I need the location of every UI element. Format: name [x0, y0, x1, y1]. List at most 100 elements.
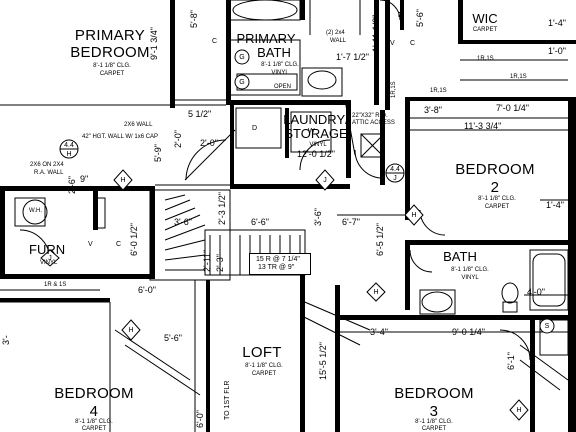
dim-3-partial: 3'- [1, 335, 11, 345]
note-ra-wall-line2: R.A. WALL [34, 170, 64, 176]
tag-c-3: C [116, 241, 122, 248]
note-laundry-washer: W [308, 128, 315, 135]
note-shelf-hall: 1R,1S [430, 88, 447, 94]
dim-6-0-b: 6'-0" [195, 410, 205, 428]
room-ceiling-bedroom2: 8'-1 1/8" CLG. [478, 196, 516, 202]
dim-6-5-1-2: 6'-5 1/2" [375, 223, 385, 256]
room-ceiling-bedroom4: 8'-1 1/8" CLG. [75, 419, 113, 425]
dim-1-0: 1'-0" [548, 46, 566, 56]
dim-2-11: 2'-11" [202, 249, 212, 272]
wall [380, 110, 385, 185]
wall [458, 40, 576, 44]
wall [170, 0, 175, 108]
tag-detail-letter-2: J [393, 175, 397, 182]
note-shelf-vertical: 1R,1S [391, 81, 397, 98]
wall [335, 315, 576, 320]
dimension-laundry-width: 12'-0 1/2" [297, 149, 335, 159]
dim-2-0-vertical: 2'-0" [173, 130, 183, 148]
wall [568, 100, 576, 432]
note-laundry-dryer: D [252, 125, 258, 132]
room-label-bedroom4-line1: BEDROOM [54, 385, 134, 402]
dim-5-6-b: 5'-6" [164, 333, 182, 343]
room-ceiling-bath: 8'-1 1/8" CLG. [451, 267, 489, 273]
wall [93, 190, 98, 230]
wall [150, 186, 155, 276]
dim-2-0: 2'-0" [200, 138, 218, 148]
wall [374, 0, 379, 105]
wall [230, 184, 350, 189]
wall [300, 270, 305, 432]
dim-9: 9" [80, 174, 89, 184]
dim-3-4: 3'-4" [370, 327, 388, 337]
wall [285, 108, 289, 158]
tag-s: S [544, 323, 550, 330]
wall [405, 240, 410, 310]
dim-6-0: 6'-0" [138, 285, 156, 295]
dim-3-6-a: 3'-6" [174, 217, 192, 227]
room-floor-bedroom3: CARPET [421, 426, 447, 432]
dim-1-4-b: 1'-4" [546, 200, 564, 210]
dim-5-8: 5'-8" [189, 10, 199, 28]
room-ceiling-loft: 8'-1 1/8" CLG. [245, 363, 283, 369]
wall [0, 274, 155, 279]
wall [226, 0, 231, 104]
tag-j-1: J [323, 177, 327, 184]
note-shelf-wic: 1R,1S [477, 56, 494, 62]
dim-7-0-1-4: 7'-0 1/4" [496, 103, 529, 113]
dim-15-5-1-2: 15'-5 1/2" [318, 342, 328, 380]
room-label-bedroom4-line2: 4 [89, 403, 99, 420]
dim-5-9: 5'-9" [153, 144, 163, 162]
wall [230, 100, 234, 188]
room-floor-bath: VINYL [461, 275, 479, 281]
dim-9-0-1-4: 9'-0 1/4" [452, 327, 485, 337]
wall [405, 100, 410, 220]
tag-c-1: C [212, 38, 218, 45]
dim-1-11-1-2: 1'-11 1/2" [371, 14, 381, 52]
note-ra-wall-line1: 2X6 ON 2X4 [30, 162, 64, 168]
dim-1-7-1-2: 1'-7 1/2" [336, 52, 369, 62]
note-open: OPEN [274, 84, 292, 90]
dim-4-0: 4'-0" [527, 287, 545, 297]
room-label-furn: FURN [29, 242, 66, 257]
wall [400, 0, 404, 30]
wall [346, 100, 351, 178]
wall [458, 0, 463, 44]
dim-5-1-2: 5 1/2" [188, 109, 212, 119]
dim-2-6: 2'-6" [67, 176, 77, 194]
dim-3-6-b: 3'-6" [313, 208, 323, 226]
tag-v-2: V [88, 241, 93, 248]
note-wall: WALL [330, 38, 347, 44]
wall [0, 188, 5, 278]
room-label-bedroom3-line1: BEDROOM [394, 385, 474, 402]
note-stair-risers: 15 R @ 7 1/4" [256, 256, 300, 263]
wall [385, 0, 390, 110]
note-attic-ro: 22"X32" R.O. [352, 113, 388, 119]
wall [335, 285, 340, 432]
tag-h-2: H [411, 212, 417, 219]
wall [405, 97, 576, 101]
room-floor-loft: CARPET [251, 371, 277, 377]
tag-c-2: C [410, 40, 416, 47]
room-label-laundry-line1: LAUNDRY/ [283, 112, 349, 127]
note-stair-treads: 13 TR @ 9" [258, 264, 295, 271]
note-42-hgt-wall: 42" HGT. WALL W/ 1x6 CAP [82, 134, 159, 140]
wall [300, 0, 305, 20]
note-shelf-furn: 1R & 1S [44, 282, 67, 288]
dim-9-1-3-4: 9'-1 3/4" [149, 27, 159, 60]
note-wall-2x4: (2) 2x4 [326, 30, 345, 36]
dim-6-7: 6'-7" [342, 217, 360, 227]
note-2x6-wall: 2X6 WALL [124, 122, 153, 128]
room-label-bedroom3-line2: 3 [429, 403, 439, 420]
dim-6-0-1-2: 6'-0 1/2" [129, 223, 139, 256]
tag-detail-number: 4.4 [64, 142, 74, 149]
room-label-primary-bedroom-line1: PRIMARY [74, 27, 146, 44]
room-label-primary-bath-line1: PRIMARY [236, 31, 296, 46]
tag-g-2: G [239, 79, 245, 86]
room-floor-bedroom2: CARPET [484, 204, 510, 210]
room-ceiling-primary-bedroom: 8'-1 1/8" CLG. [93, 63, 131, 69]
room-floor-laundry: VINYL [309, 142, 327, 148]
room-floor-primary-bedroom: CARPET [99, 71, 125, 77]
dim-1-4: 1'-4" [548, 18, 566, 28]
